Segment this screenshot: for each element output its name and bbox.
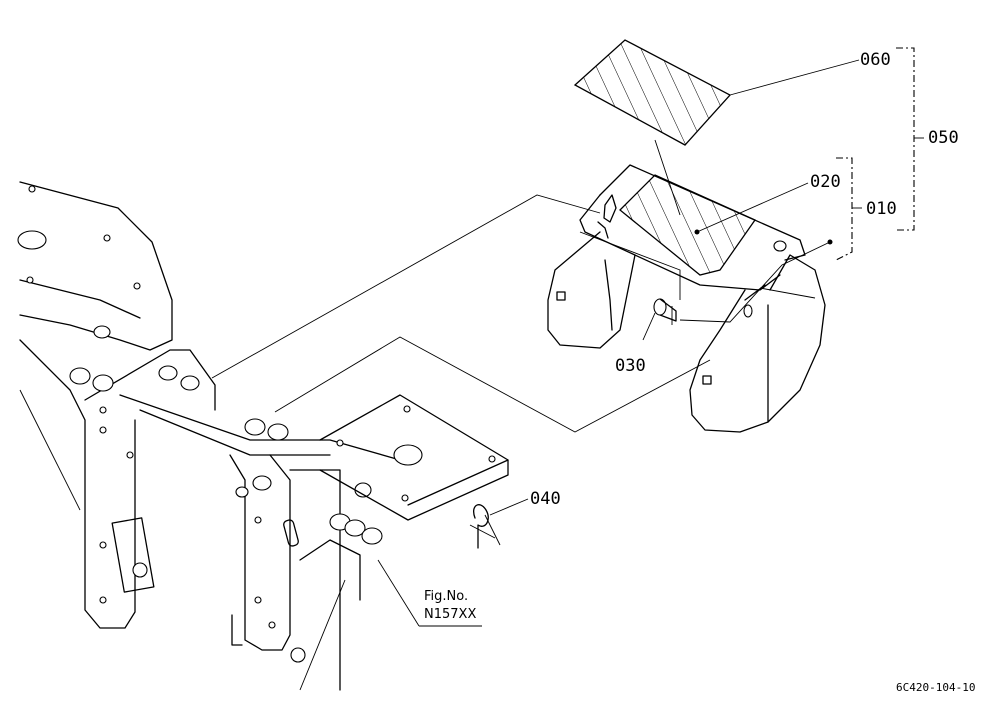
drawing-code: 6C420-104-10 [896, 681, 976, 694]
tractor-frame [17, 181, 509, 691]
part-label-020: 020 [810, 172, 841, 192]
step-bracket-assembly [547, 164, 826, 433]
part-label-060: 060 [860, 50, 891, 70]
figure-ref-line1: Fig.No. [424, 589, 469, 604]
part-label-010: 010 [866, 199, 897, 219]
group-brackets [835, 47, 924, 261]
part-label-050: 050 [928, 128, 959, 148]
part-label-030: 030 [615, 356, 646, 376]
figure-ref-line2: N157XX [424, 607, 477, 622]
part-label-040: 040 [530, 489, 561, 509]
step-pad [573, 39, 732, 146]
leader-lines [377, 59, 860, 627]
snap-pin [469, 504, 501, 549]
assembly-guide-lines [211, 194, 711, 433]
